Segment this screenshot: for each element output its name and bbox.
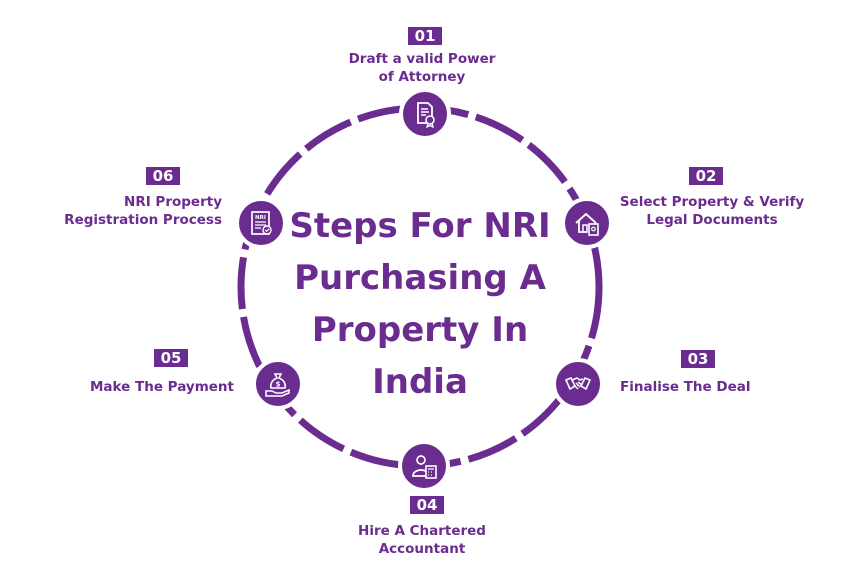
step-04-line-1: Hire A Chartered	[358, 523, 486, 539]
step-06-number: 06	[146, 167, 180, 185]
step-02-number: 02	[689, 167, 723, 185]
title-line-1: Steps For NRI	[289, 206, 551, 246]
step-05-number: 05	[154, 349, 188, 367]
nri-registration-form-icon: NRI	[235, 197, 287, 249]
title-line-3: Property In	[311, 310, 529, 350]
step-04-line-2: Accountant	[378, 541, 466, 557]
title-line-4: India	[372, 362, 468, 402]
house-document-icon	[561, 197, 613, 249]
step-03-label: Finalise The Deal	[620, 378, 820, 396]
step-01-line-1: Draft a valid Power	[348, 51, 496, 67]
svg-text:$: $	[276, 381, 281, 389]
title-line-2: Purchasing A	[294, 258, 546, 298]
step-05-line-1: Make The Payment	[89, 379, 234, 395]
step-03-line-1: Finalise The Deal	[620, 379, 751, 395]
step-01-label: Draft a valid Power of Attorney	[322, 50, 522, 86]
handshake-icon	[552, 358, 604, 410]
step-04-label: Hire A Chartered Accountant	[322, 522, 522, 558]
step-06-label: NRI Property Registration Process	[22, 193, 222, 229]
step-04-number: 04	[410, 496, 444, 514]
accountant-calculator-icon	[398, 440, 450, 492]
step-06-line-1: NRI Property	[124, 194, 222, 210]
step-01-number: 01	[408, 27, 442, 45]
document-certificate-icon	[399, 88, 451, 140]
step-02-line-1: Select Property & Verify	[619, 194, 805, 210]
step-01-line-2: of Attorney	[378, 69, 466, 85]
step-02-line-2: Legal Documents	[646, 212, 778, 228]
step-05-label: Make The Payment	[34, 378, 234, 396]
step-03-number: 03	[681, 350, 715, 368]
svg-text:NRI: NRI	[255, 215, 266, 221]
money-bag-hand-icon: $	[252, 358, 304, 410]
diagram-title: Steps For NRI Purchasing A Property In I…	[250, 200, 590, 408]
step-06-line-2: Registration Process	[64, 212, 222, 228]
step-02-label: Select Property & Verify Legal Documents	[612, 193, 812, 229]
